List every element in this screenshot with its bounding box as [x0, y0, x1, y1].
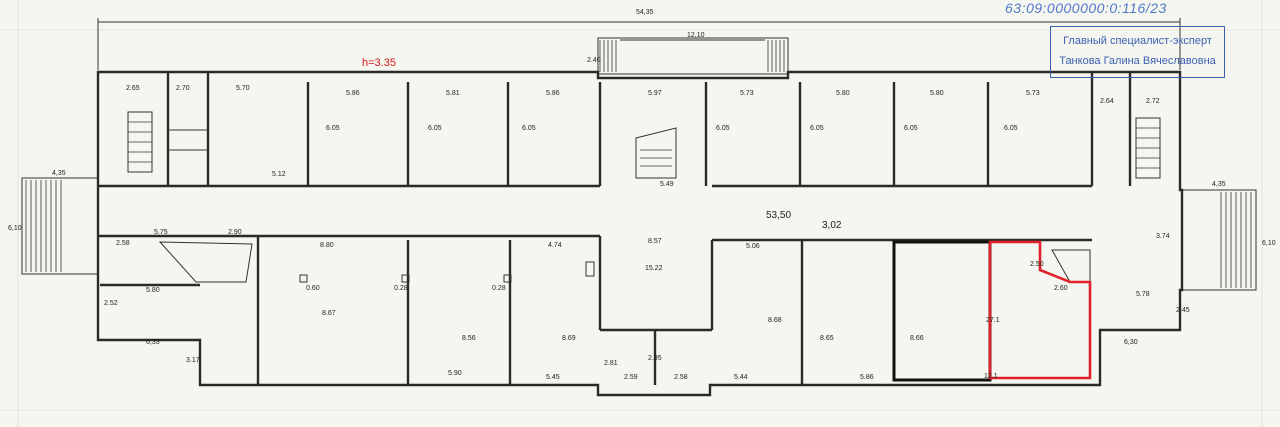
svg-text:2.72: 2.72: [1146, 98, 1160, 105]
svg-text:5.45: 5.45: [546, 374, 560, 381]
stamp-name: Танкова Галина Вячеславовна: [1059, 55, 1216, 67]
svg-text:0.28: 0.28: [492, 285, 506, 292]
bottom-left-stair-icon: [158, 241, 253, 283]
top-porch: [597, 37, 789, 75]
svg-text:6.05: 6.05: [810, 125, 824, 132]
porch-side-dim: 2.40: [587, 57, 601, 64]
hall-width: 8.57: [648, 238, 662, 245]
svg-text:6,30: 6,30: [1124, 339, 1138, 346]
left-stair-height: 6,10: [8, 225, 22, 232]
svg-text:4.74: 4.74: [548, 242, 562, 249]
svg-text:5.86: 5.86: [346, 90, 360, 97]
right-entrance-stairs: [1181, 189, 1257, 291]
svg-text:5.80: 5.80: [146, 287, 160, 294]
cadastral-number: 63:09:0000000:0:116/23: [1005, 0, 1167, 16]
svg-text:2.81: 2.81: [604, 360, 618, 367]
selected-room-outline[interactable]: [892, 240, 992, 382]
svg-text:5.78: 5.78: [1136, 291, 1150, 298]
svg-text:5.80: 5.80: [930, 90, 944, 97]
hall-height: 15.22: [645, 265, 663, 272]
corridor-mid-dim: 5.49: [660, 181, 674, 188]
svg-text:6.05: 6.05: [1004, 125, 1018, 132]
bottom-room-partitions: [100, 236, 804, 385]
stairwell-left-icon: [127, 111, 153, 173]
svg-text:6.05: 6.05: [428, 125, 442, 132]
svg-text:5.73: 5.73: [1026, 90, 1040, 97]
svg-text:5.81: 5.81: [446, 90, 460, 97]
svg-text:2.70: 2.70: [176, 85, 190, 92]
svg-text:8.69: 8.69: [562, 335, 576, 342]
svg-text:5.86: 5.86: [860, 374, 874, 381]
svg-text:5.70: 5.70: [236, 85, 250, 92]
svg-text:2.45: 2.45: [1176, 307, 1190, 314]
stamp-title: Главный специалист-эксперт: [1063, 35, 1212, 47]
svg-text:5.44: 5.44: [734, 374, 748, 381]
svg-text:0.28: 0.28: [394, 285, 408, 292]
svg-text:2.58: 2.58: [674, 374, 688, 381]
svg-text:2.59: 2.59: [624, 374, 638, 381]
svg-text:2.64: 2.64: [1100, 98, 1114, 105]
svg-text:6.05: 6.05: [326, 125, 340, 132]
svg-text:8.67: 8.67: [322, 310, 336, 317]
svg-text:2.65: 2.65: [126, 85, 140, 92]
highlight-height: 27.1: [986, 317, 1000, 324]
top-room-dimensions: 2.65 2.70 5.70 5.86 5.81 5.86 5.97 5.73 …: [126, 85, 1160, 105]
corridor: [98, 184, 1092, 242]
overall-length-label: 54,35: [636, 9, 654, 16]
svg-text:6.05: 6.05: [716, 125, 730, 132]
porch-top-dim: 12,10: [687, 32, 705, 39]
svg-text:5.90: 5.90: [448, 370, 462, 377]
svg-text:5.97: 5.97: [648, 90, 662, 97]
building-outline: [96, 70, 1184, 397]
svg-text:6,33: 6,33: [146, 339, 160, 346]
svg-text:6.05: 6.05: [522, 125, 536, 132]
svg-text:5.86: 5.86: [546, 90, 560, 97]
overall-dimension-line: [97, 18, 1181, 70]
svg-text:8.80: 8.80: [320, 242, 334, 249]
svg-text:8.65: 8.65: [820, 335, 834, 342]
highlight-dim-top: 2.50: [1030, 261, 1044, 268]
right-stair-width: 4,35: [1212, 181, 1226, 188]
svg-text:6.05: 6.05: [904, 125, 918, 132]
highlight-width: 12.1: [984, 373, 998, 380]
height-label: h=3.35: [362, 57, 396, 69]
highlighted-premises[interactable]: [988, 240, 1092, 380]
svg-text:8.68: 8.68: [768, 317, 782, 324]
bottom-dimensions: 2.58 5.75 2.90 8.80 4.74 5.06 3.74 8.67 …: [104, 229, 1190, 381]
svg-text:3.17: 3.17: [186, 357, 200, 364]
approval-stamp: Главный специалист-эксперт Танкова Галин…: [1050, 26, 1225, 78]
central-stair-icon: [635, 127, 677, 179]
svg-text:5.75: 5.75: [154, 229, 168, 236]
svg-text:3.74: 3.74: [1156, 233, 1170, 240]
svg-text:8.56: 8.56: [462, 335, 476, 342]
left-stair-width: 4,35: [52, 170, 66, 177]
stairwell-right-icon: [1135, 117, 1161, 179]
corridor-width: 3,02: [822, 220, 842, 231]
top-room-partitions: [166, 72, 1132, 186]
svg-text:8.66: 8.66: [910, 335, 924, 342]
svg-text:2.95: 2.95: [648, 355, 662, 362]
top-room-depths: 6.05 6.05 6.05 6.05 6.05 6.05 6.05: [326, 125, 1018, 132]
central-hall: [598, 236, 714, 385]
right-stair-height: 6,10: [1262, 240, 1276, 247]
corridor-length: 53,50: [766, 210, 791, 221]
left-entrance-stairs: [21, 177, 99, 275]
svg-text:0.60: 0.60: [306, 285, 320, 292]
corridor-left-dim: 5.12: [272, 171, 286, 178]
svg-text:5.73: 5.73: [740, 90, 754, 97]
svg-text:2.58: 2.58: [116, 240, 130, 247]
svg-text:5.06: 5.06: [746, 243, 760, 250]
svg-text:2.90: 2.90: [228, 229, 242, 236]
svg-text:2.52: 2.52: [104, 300, 118, 307]
svg-text:5.80: 5.80: [836, 90, 850, 97]
highlight-dim-mid: 2.60: [1054, 285, 1068, 292]
column-markers: 0.60 0.28 0.28: [299, 261, 595, 292]
